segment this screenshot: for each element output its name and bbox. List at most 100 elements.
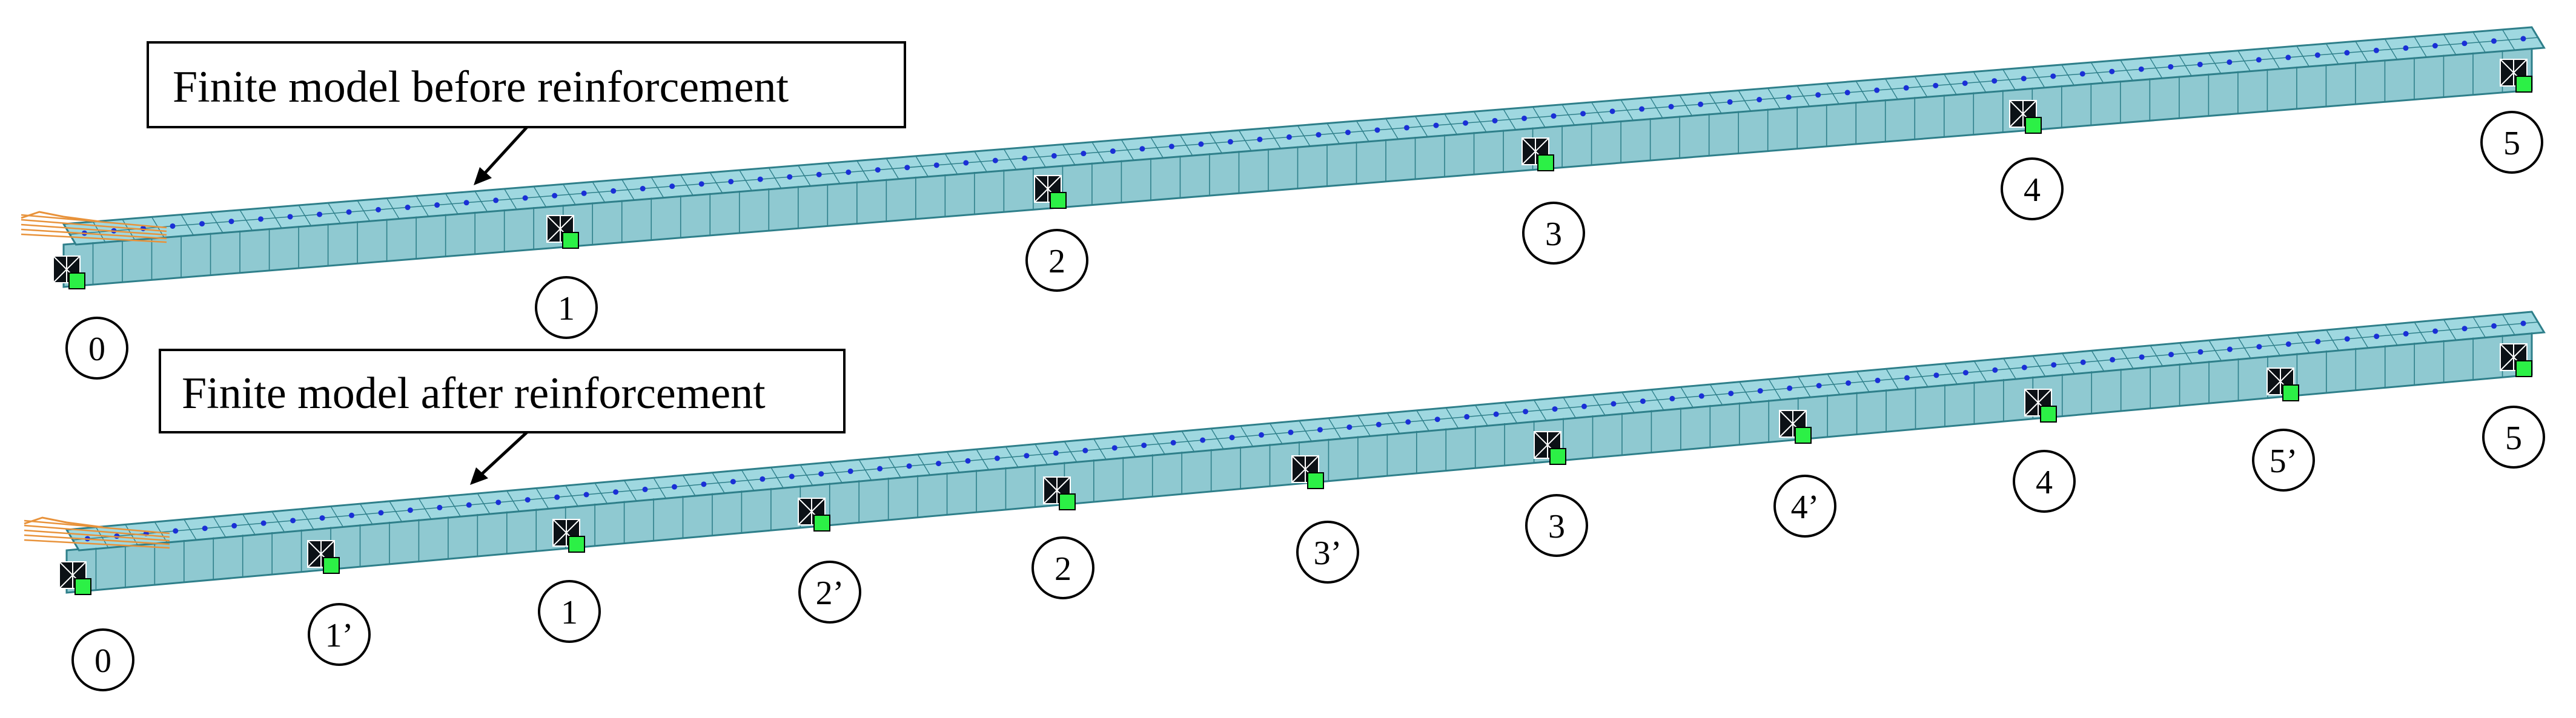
fe-node	[2403, 45, 2409, 51]
fe-node	[642, 486, 648, 492]
support-green-face	[813, 515, 830, 532]
fe-node	[522, 195, 528, 201]
support-green-face	[68, 272, 85, 289]
support-green-face	[568, 536, 585, 553]
fe-node	[1141, 443, 1147, 449]
fe-node	[816, 171, 822, 177]
support-green-face	[1795, 427, 1812, 444]
support-green-face	[1050, 192, 1067, 209]
support-label-circle	[1025, 229, 1088, 292]
support-label-text: 5’	[2270, 443, 2298, 480]
fe-node	[992, 157, 998, 163]
fe-node	[2197, 61, 2203, 67]
supports-after	[59, 343, 2532, 595]
support-glyph	[2500, 59, 2532, 93]
fe-node	[199, 221, 205, 227]
fe-node	[846, 169, 852, 175]
fe-node	[698, 181, 704, 187]
fe-node	[875, 167, 881, 173]
fe-node	[1816, 383, 1822, 389]
fe-node	[2050, 73, 2056, 79]
support-label: 5’	[2252, 429, 2315, 492]
support-label-circle	[1031, 536, 1094, 599]
fe-node	[554, 494, 560, 500]
support-label-circle	[2252, 429, 2315, 492]
support-label: 3	[1522, 202, 1585, 265]
fe-node	[1552, 406, 1558, 412]
fe-node	[1257, 136, 1263, 142]
fe-node	[2491, 323, 2497, 329]
support-label: 2	[1025, 229, 1088, 292]
support-label: 5	[2482, 406, 2545, 469]
fe-node	[552, 193, 558, 199]
callout-box-after	[159, 349, 846, 433]
support-label-text: 0	[94, 642, 111, 680]
fe-node	[1639, 106, 1645, 112]
support-label: 3	[1525, 494, 1588, 557]
callout-arrowhead-after	[470, 467, 488, 485]
fe-node	[1259, 432, 1265, 438]
fe-node	[290, 518, 296, 524]
support-label: 0	[65, 317, 128, 380]
support-label-circle	[1296, 521, 1359, 584]
fe-node	[317, 211, 323, 217]
fe-node	[1288, 429, 1294, 435]
fe-node	[1081, 151, 1087, 157]
support-label: 4’	[1773, 475, 1836, 538]
fe-node	[1757, 97, 1763, 103]
support-label-text: 5	[2505, 420, 2522, 457]
fe-node	[1844, 90, 1850, 96]
fe-node	[2315, 338, 2321, 344]
support-label-circle	[1773, 475, 1836, 538]
fe-node	[463, 200, 469, 206]
support-glyph	[552, 519, 585, 553]
fe-node	[376, 206, 382, 212]
fe-node	[2344, 50, 2350, 56]
fe-node	[2138, 66, 2144, 72]
support-label: 2	[1031, 536, 1094, 599]
fe-node	[1376, 421, 1382, 427]
fe-node	[1024, 453, 1030, 459]
support-label-text: 3	[1545, 216, 1562, 253]
anchor-line	[24, 534, 170, 545]
callout-text-before: Finite model before reinforcement	[173, 62, 789, 112]
support-label: 2’	[798, 561, 861, 624]
fe-node	[260, 520, 267, 526]
support-label-circle	[2482, 406, 2545, 469]
fe-node	[1198, 141, 1204, 147]
fe-node	[173, 528, 179, 534]
fe-node	[405, 205, 411, 211]
fe-node	[2285, 54, 2291, 61]
fe-node	[1345, 130, 1351, 136]
support-green-face	[2040, 406, 2057, 423]
support-label-circle	[308, 603, 371, 666]
fe-node	[789, 473, 795, 479]
supports-before	[53, 59, 2532, 289]
fe-node	[1787, 385, 1793, 391]
support-glyph	[307, 540, 340, 574]
fe-node	[346, 209, 352, 215]
fe-node	[348, 512, 354, 518]
fe-node	[1403, 125, 1409, 131]
support-green-face	[323, 557, 340, 574]
fe-node	[2520, 36, 2526, 42]
fe-node	[202, 525, 208, 532]
fe-node	[904, 165, 910, 171]
anchor-line	[21, 223, 167, 236]
fe-node	[2168, 64, 2174, 70]
support-label-text: 4’	[1791, 489, 1819, 526]
support-green-face	[2515, 360, 2532, 377]
support-label-circle	[2480, 111, 2543, 174]
fe-node	[1374, 127, 1380, 133]
fe-node	[495, 499, 502, 506]
fe-node	[2168, 352, 2174, 358]
fe-node	[466, 502, 472, 508]
support-glyph	[2266, 367, 2299, 401]
fe-node	[1874, 87, 1880, 93]
support-green-face	[74, 578, 91, 595]
fe-node	[906, 463, 912, 469]
fe-node	[2432, 43, 2438, 49]
